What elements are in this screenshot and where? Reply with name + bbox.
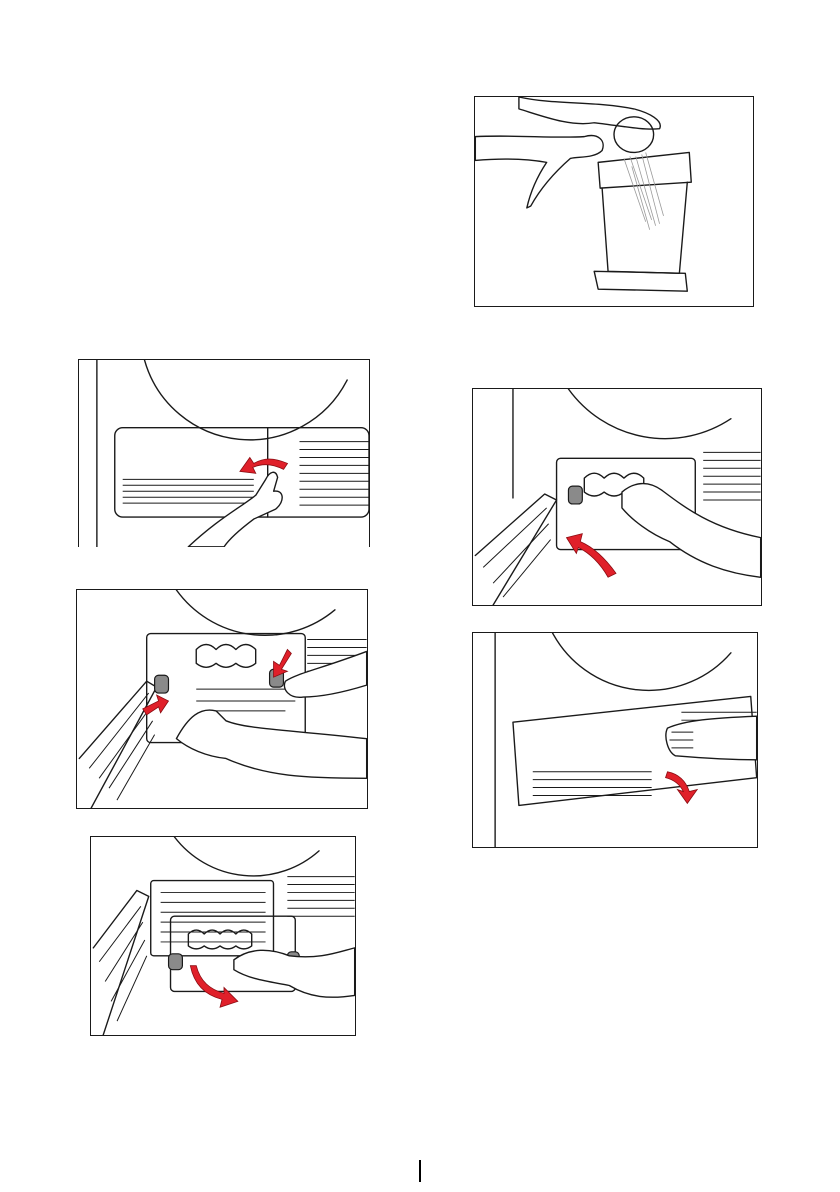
red-arrow-right xyxy=(274,649,292,677)
red-arrow xyxy=(190,966,238,1008)
filter-frame xyxy=(151,881,274,956)
open-cover-frame xyxy=(79,681,156,808)
left-hand xyxy=(176,710,366,778)
left-lock xyxy=(169,954,183,970)
drum-door-outline xyxy=(568,389,730,439)
figure-release-locks xyxy=(76,589,368,809)
close-cover-illustration xyxy=(473,633,757,847)
release-locks-illustration xyxy=(77,590,367,808)
hand xyxy=(666,716,757,760)
push-filter-illustration xyxy=(473,389,761,605)
filter-base xyxy=(594,271,687,291)
page-divider xyxy=(419,1160,421,1182)
left-lock xyxy=(155,675,169,693)
figure-open-cover xyxy=(78,359,370,547)
falling-lint xyxy=(624,152,664,229)
drum-door-outline xyxy=(553,633,731,690)
red-arrow xyxy=(240,457,288,473)
open-cover-illustration xyxy=(79,360,369,547)
drum-door-outline xyxy=(174,837,319,876)
red-arrow xyxy=(566,534,616,578)
figure-pull-filter xyxy=(90,836,356,1036)
hand xyxy=(622,484,761,578)
right-hand xyxy=(284,651,366,697)
right-arm xyxy=(519,97,660,129)
filter-body xyxy=(602,182,687,273)
figure-clean-filter xyxy=(474,96,754,307)
vent-lines xyxy=(123,442,369,506)
clean-filter-illustration xyxy=(475,97,753,306)
filter-top xyxy=(598,152,691,188)
left-hand xyxy=(475,136,603,208)
drum-door-outline xyxy=(176,590,335,635)
figure-close-cover xyxy=(472,632,758,848)
figure-push-filter xyxy=(472,388,762,606)
left-lock xyxy=(568,486,582,504)
hand xyxy=(188,472,282,547)
pull-filter-illustration xyxy=(91,837,355,1035)
